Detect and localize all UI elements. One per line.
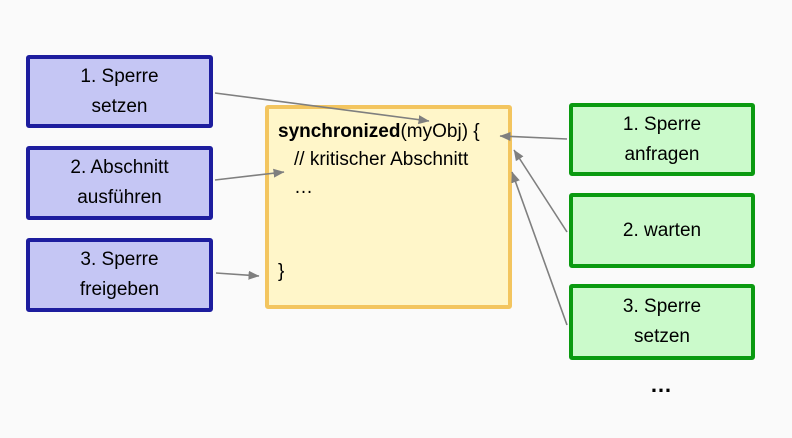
step-label: 2. warten: [622, 219, 702, 241]
code-line-signature: synchronized(myObj) {: [278, 118, 508, 146]
code-line-ellipsis: …: [294, 177, 313, 198]
code-signature-rest: (myObj) {: [400, 121, 480, 142]
step-label: 3. Sperre setzen: [622, 296, 702, 347]
arrow-release-lock-to-code: [215, 270, 260, 280]
code-keyword: synchronized: [278, 121, 401, 142]
code-line-closing-brace: }: [278, 261, 285, 282]
step-box-left-1-sperre-setzen: 1. Sperre setzen: [26, 55, 213, 128]
code-box: synchronized(myObj) { // kritischer Absc…: [265, 105, 512, 309]
step-box-left-3-sperre-freigeben: 3. Sperre freigeben: [26, 238, 213, 312]
step-label: 2. Abschnitt ausführen: [70, 157, 169, 208]
code-line-blank: [278, 202, 508, 230]
step-box-right-2-warten: 2. warten: [569, 193, 755, 268]
step-box-right-1-sperre-anfragen: 1. Sperre anfragen: [569, 103, 755, 176]
step-label: 1. Sperre setzen: [80, 65, 159, 117]
step-label: 3. Sperre freigeben: [79, 249, 160, 300]
more-steps-ellipsis: …: [650, 372, 674, 397]
code-line-blank: [278, 230, 508, 258]
arrow-set-lock2-to-code: [511, 171, 568, 326]
code-line-comment: // kritischer Abschnitt: [294, 149, 469, 170]
arrow-wait-to-code: [513, 149, 568, 233]
step-label: 1. Sperre anfragen: [622, 113, 702, 165]
step-box-right-3-sperre-setzen: 3. Sperre setzen: [569, 284, 755, 360]
step-box-left-2-abschnitt-ausfuehren: 2. Abschnitt ausführen: [26, 146, 213, 220]
